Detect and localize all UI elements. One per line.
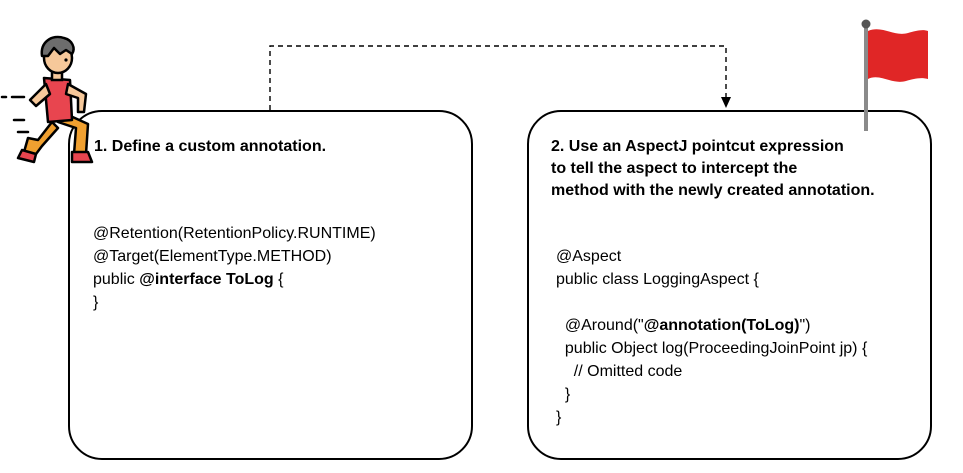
runner-back-leg [22, 120, 60, 156]
code-line: // Omitted code [556, 363, 683, 380]
code-text: ") [799, 317, 811, 334]
code-text: public [93, 271, 140, 288]
code-line: @Aspect [556, 248, 622, 265]
flag-cloth [868, 29, 928, 82]
code-line: ​ [556, 291, 867, 314]
running-person-icon [0, 35, 94, 164]
code-keyword-bold: @interface ToLog [139, 271, 274, 288]
code-line: public Object log(ProceedingJoinPoint jp… [556, 340, 868, 357]
red-flag-icon [861, 19, 928, 131]
code-line: @Target(ElementType.METHOD) [93, 248, 332, 265]
step-2-code: @Aspect public class LoggingAspect { ​ @Ar… [556, 245, 867, 429]
code-annotation-bold: @annotation(ToLog) [643, 317, 800, 334]
code-line: @Retention(RetentionPolicy.RUNTIME) [93, 225, 376, 242]
step-2-title-line: method with the newly created annotation… [551, 182, 875, 199]
code-text: { [273, 271, 284, 288]
connector-dashed-line [269, 45, 727, 110]
code-line: } [556, 409, 562, 426]
connector-arrowhead [721, 97, 731, 108]
step-2-card: 2. Use an AspectJ pointcut expression to … [527, 110, 932, 460]
step-1-card: 1. Define a custom annotation. @Retentio… [68, 110, 473, 460]
code-text: @Around(" [556, 317, 644, 334]
code-line: public class LoggingAspect { [556, 271, 759, 288]
code-line: public @interface ToLog { [93, 268, 376, 291]
runner-hair [40, 35, 75, 58]
step-2-title-line: 2. Use an AspectJ pointcut expression [551, 138, 844, 155]
code-line: } [556, 386, 571, 403]
code-line: } [93, 294, 99, 311]
code-line: @Around("@annotation(ToLog)") [556, 314, 867, 337]
step-2-title: 2. Use an AspectJ pointcut expression to … [551, 136, 875, 202]
step-1-code: @Retention(RetentionPolicy.RUNTIME) @Targ… [93, 222, 376, 314]
step-1-title: 1. Define a custom annotation. [94, 138, 327, 155]
step-2-title-line: to tell the aspect to intercept the [551, 160, 798, 177]
